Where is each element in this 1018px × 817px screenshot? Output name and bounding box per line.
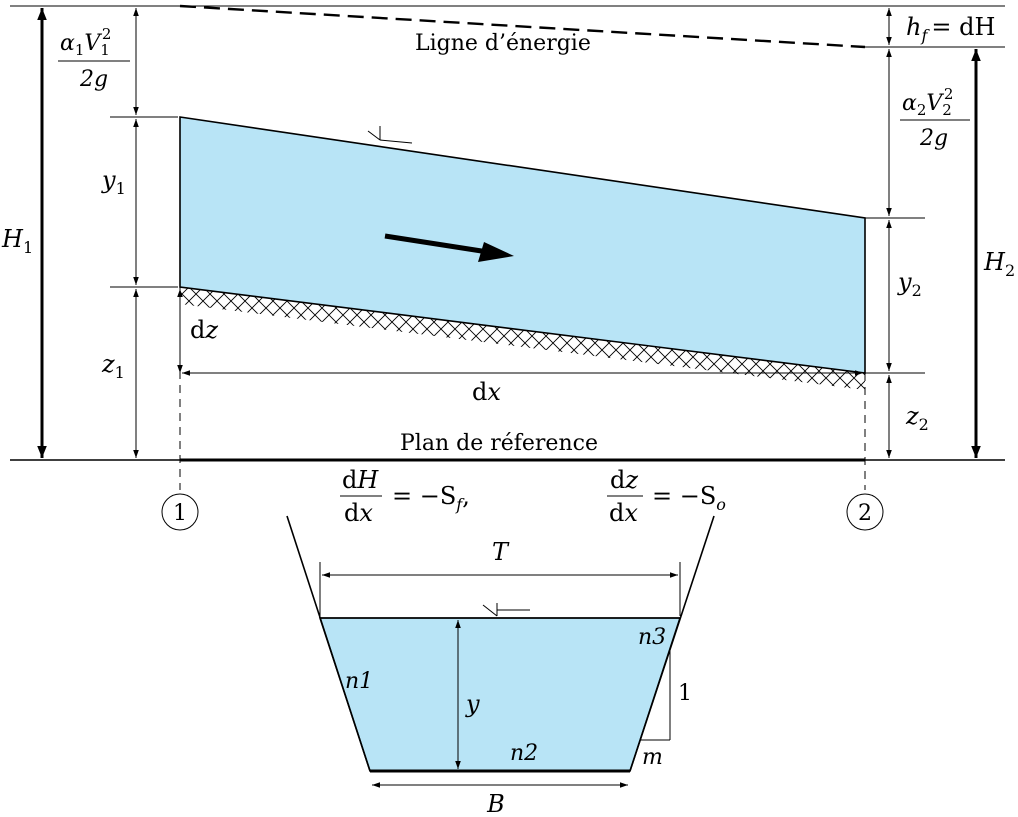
- velocity-head-2: α2V22 2g: [900, 85, 970, 151]
- z2-label: z2: [905, 402, 929, 434]
- velocity-head-2-numerator: α2V22: [902, 85, 953, 119]
- energy-line: [179, 4, 866, 49]
- side-slope-rise-label: 1: [678, 681, 692, 706]
- cross-section-right-wall: [629, 515, 715, 772]
- velocity-head-1-numerator: α1V12: [60, 25, 111, 59]
- velocity-head-1: α1V12 2g: [58, 25, 130, 92]
- flow-direction-arrow: [384, 233, 489, 255]
- eq1-denominator: dx: [344, 499, 373, 527]
- n2-label: n2: [510, 741, 538, 766]
- cross-section-water: [318, 617, 682, 772]
- section-marker-1: [161, 493, 199, 531]
- velocity-head-2-denominator: 2g: [919, 126, 948, 151]
- equation-bed-slope: dz dx = −So: [607, 466, 726, 527]
- equation-friction-slope: dH dx = −Sf,: [340, 466, 470, 527]
- section-marker-2-label: 2: [858, 501, 872, 526]
- n1-label: n1: [345, 669, 373, 694]
- B-label: B: [486, 790, 505, 817]
- H2-label: H2: [983, 248, 1015, 280]
- section-marker-1-label: 1: [173, 501, 187, 526]
- flow-arrow-head: [478, 242, 514, 262]
- eq2-rhs: = −So: [652, 482, 726, 514]
- n3-label: n3: [638, 625, 666, 650]
- y-label: y: [465, 690, 480, 718]
- dx-label: dx: [472, 378, 501, 406]
- section-marker-2: [846, 493, 884, 531]
- y2-label: y2: [897, 268, 922, 300]
- eq2-numerator: dz: [610, 466, 638, 494]
- T-label: T: [492, 538, 510, 566]
- energy-line-label: Ligne d’énergie: [415, 31, 591, 56]
- side-slope-run-label: m: [642, 745, 663, 770]
- dz-label: dz: [190, 316, 218, 344]
- water-surface-symbol-2: [482, 603, 530, 617]
- cross-section-left-wall: [286, 515, 371, 772]
- datum-label: Plan de réference: [400, 431, 598, 456]
- hf-label: hf= dH: [906, 13, 995, 45]
- water-surface-symbol-1: [367, 126, 413, 144]
- y1-label: y1: [101, 166, 126, 198]
- velocity-head-1-denominator: 2g: [79, 67, 108, 92]
- eq1-rhs: = −Sf,: [392, 482, 470, 514]
- z1-label: z1: [101, 350, 125, 382]
- bed-hatching: [180, 287, 865, 390]
- H1-label: H1: [1, 225, 33, 257]
- eq2-denominator: dx: [609, 499, 638, 527]
- eq1-numerator: dH: [342, 466, 379, 494]
